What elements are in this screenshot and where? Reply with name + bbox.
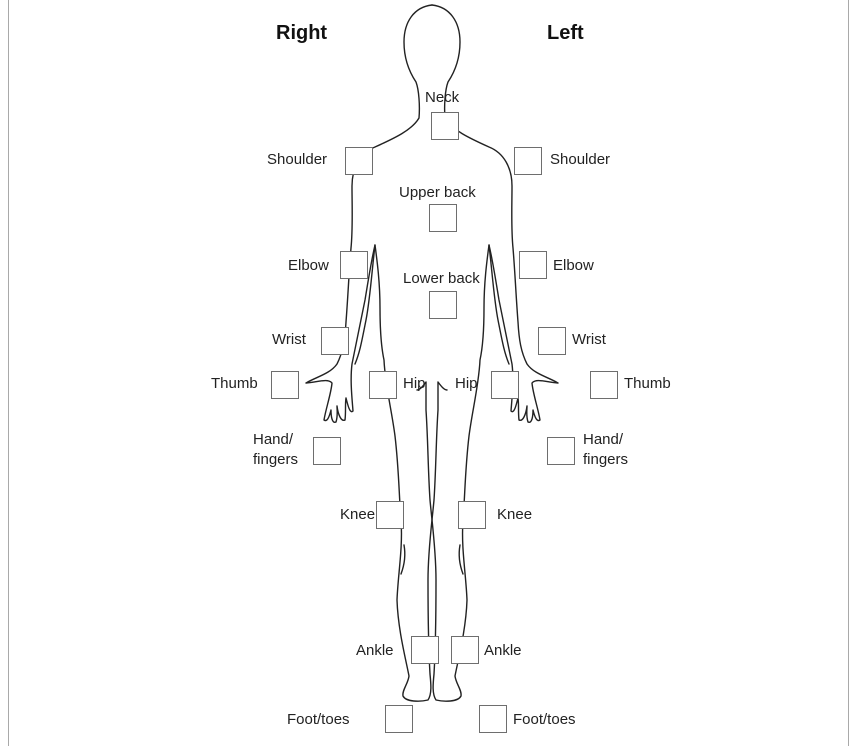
hip-right-checkbox[interactable] bbox=[369, 371, 397, 399]
elbow-left-checkbox[interactable] bbox=[519, 251, 547, 279]
lower-back-label: Lower back bbox=[403, 270, 480, 288]
lower-back-checkbox[interactable] bbox=[429, 291, 457, 319]
left-knee-line bbox=[459, 545, 463, 574]
wrist-right-label: Wrist bbox=[272, 331, 306, 349]
hip-left-checkbox[interactable] bbox=[491, 371, 519, 399]
elbow-right-checkbox[interactable] bbox=[340, 251, 368, 279]
ankle-right-label: Ankle bbox=[356, 642, 394, 660]
hand-right-label-line2: fingers bbox=[253, 451, 298, 469]
hand-right-label-line1: Hand/ bbox=[253, 431, 293, 449]
thumb-right-checkbox[interactable] bbox=[271, 371, 299, 399]
neck-checkbox[interactable] bbox=[431, 112, 459, 140]
thumb-right-label: Thumb bbox=[211, 375, 258, 393]
knee-left-checkbox[interactable] bbox=[458, 501, 486, 529]
hand-left-label-line1: Hand/ bbox=[583, 431, 623, 449]
left-side-heading: Left bbox=[547, 22, 584, 45]
body-left-outline bbox=[417, 5, 558, 701]
foot-right-checkbox[interactable] bbox=[385, 705, 413, 733]
elbow-right-label: Elbow bbox=[288, 257, 329, 275]
right-knee-line bbox=[401, 545, 405, 574]
elbow-left-label: Elbow bbox=[553, 257, 594, 275]
hand-left-checkbox[interactable] bbox=[547, 437, 575, 465]
foot-right-label: Foot/toes bbox=[287, 711, 350, 729]
ankle-left-label: Ankle bbox=[484, 642, 522, 660]
wrist-right-checkbox[interactable] bbox=[321, 327, 349, 355]
thumb-left-label: Thumb bbox=[624, 375, 671, 393]
hand-right-checkbox[interactable] bbox=[313, 437, 341, 465]
shoulder-right-label: Shoulder bbox=[267, 151, 327, 169]
knee-right-label: Knee bbox=[340, 506, 375, 524]
ankle-right-checkbox[interactable] bbox=[411, 636, 439, 664]
wrist-left-label: Wrist bbox=[572, 331, 606, 349]
right-side-heading: Right bbox=[276, 22, 327, 45]
shoulder-left-label: Shoulder bbox=[550, 151, 610, 169]
hip-right-label: Hip bbox=[403, 375, 426, 393]
knee-right-checkbox[interactable] bbox=[376, 501, 404, 529]
thumb-left-checkbox[interactable] bbox=[590, 371, 618, 399]
neck-label: Neck bbox=[425, 89, 459, 107]
ankle-left-checkbox[interactable] bbox=[451, 636, 479, 664]
upper-back-checkbox[interactable] bbox=[429, 204, 457, 232]
hip-left-label: Hip bbox=[455, 375, 478, 393]
foot-left-label: Foot/toes bbox=[513, 711, 576, 729]
hand-left-label-line2: fingers bbox=[583, 451, 628, 469]
shoulder-right-checkbox[interactable] bbox=[345, 147, 373, 175]
wrist-left-checkbox[interactable] bbox=[538, 327, 566, 355]
knee-left-label: Knee bbox=[497, 506, 532, 524]
foot-left-checkbox[interactable] bbox=[479, 705, 507, 733]
shoulder-left-checkbox[interactable] bbox=[514, 147, 542, 175]
upper-back-label: Upper back bbox=[399, 184, 476, 202]
